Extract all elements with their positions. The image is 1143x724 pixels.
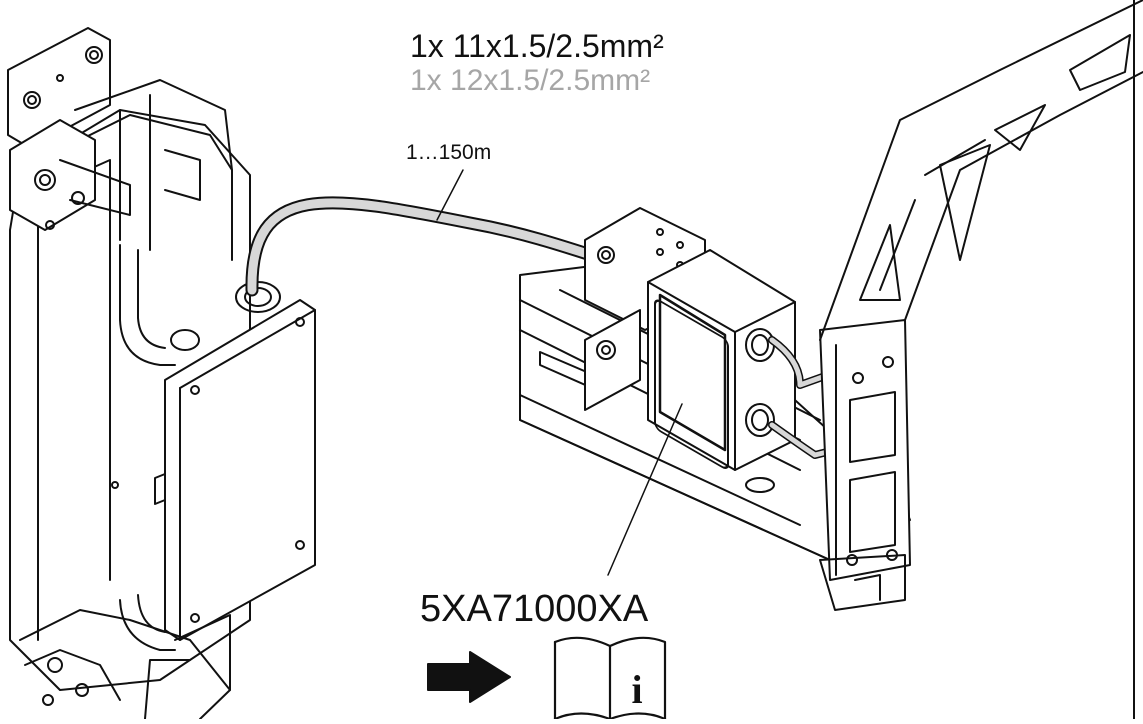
length-leader-line	[436, 169, 464, 221]
right-arrow-icon	[427, 651, 511, 703]
cable-length-label: 1…150m	[406, 141, 492, 164]
part-leader-line	[607, 403, 683, 576]
manual-glyph: i	[631, 667, 642, 712]
manual-info-icon: i	[553, 636, 667, 721]
control-unit-drawing	[7, 27, 316, 720]
part-number-label: 5XA71000XA	[420, 588, 649, 630]
cable-spec-primary: 1x 11x1.5/2.5mm²	[410, 28, 664, 64]
cable-spec-alternative: 1x 12x1.5/2.5mm²	[410, 64, 651, 97]
barrier-assembly-drawing	[519, 0, 1143, 720]
